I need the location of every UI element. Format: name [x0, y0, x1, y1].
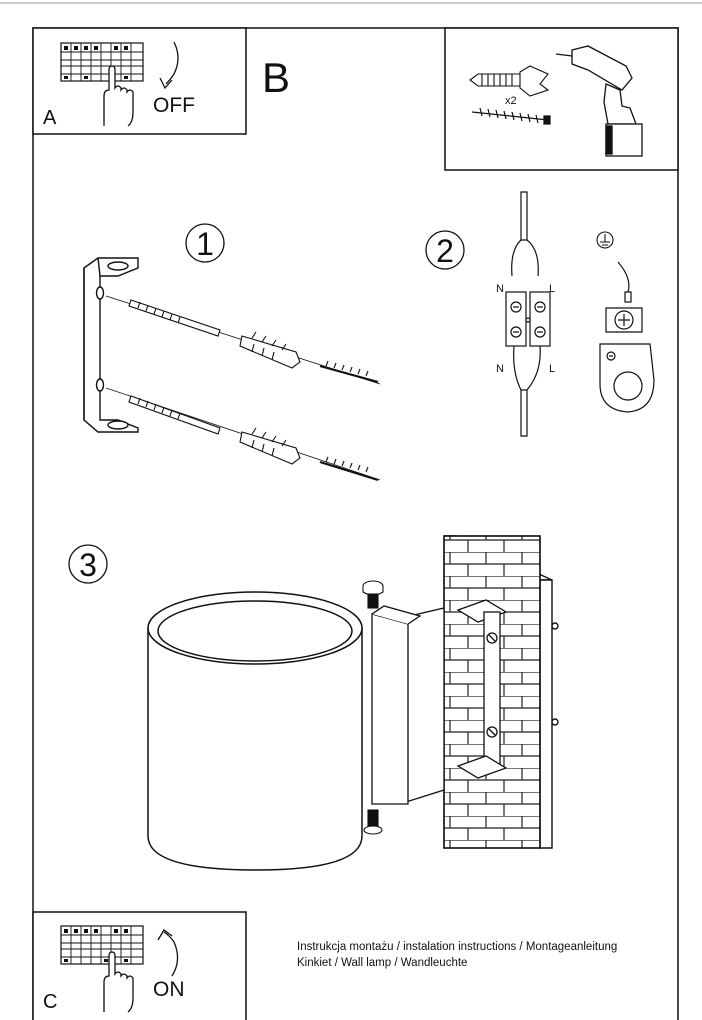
panel-a-letter: A	[43, 107, 57, 129]
screw-bottom	[105, 387, 381, 482]
hand-icon	[103, 951, 134, 1013]
lamp-body	[147, 591, 363, 871]
wire-label-n-top: N	[496, 283, 504, 295]
arrow-up-icon	[157, 929, 179, 977]
cable-top	[511, 191, 539, 277]
wire-label-n-bottom: N	[496, 363, 504, 375]
panel-b-letter: B	[262, 54, 290, 101]
screw-count: x2	[505, 95, 517, 107]
terminal-block	[505, 291, 551, 347]
panel-b: x2	[444, 27, 679, 171]
panel-a: OFF A	[32, 27, 247, 135]
lamp-mount-arm	[371, 605, 445, 805]
caption-line-1: Instrukcja montażu / instalation instruc…	[297, 941, 618, 953]
step-1: 1	[83, 223, 381, 482]
mounting-bracket	[83, 257, 139, 433]
caption: Instrukcja montażu / instalation instruc…	[297, 939, 617, 971]
wall-plug-icon	[469, 65, 550, 97]
lamp-screw-bottom	[363, 809, 383, 835]
step-3-number: 3	[79, 547, 97, 583]
drill-icon	[555, 45, 643, 157]
wire-label-l-top: L	[549, 283, 555, 295]
panel-c: ON C	[32, 911, 247, 1020]
wire-label-l-bottom: L	[549, 363, 555, 375]
step-1-number: 1	[196, 226, 214, 262]
screw-top	[105, 295, 381, 385]
wall-bracket	[456, 599, 508, 779]
step-3: 3	[68, 535, 559, 871]
panel-c-letter: C	[43, 991, 57, 1013]
page-frame	[32, 27, 679, 1020]
hand-icon	[103, 65, 134, 127]
breaker-box-icon	[60, 925, 144, 965]
step-2-number: 2	[436, 233, 454, 269]
step-2: 2 N L N L	[425, 191, 655, 437]
breaker-box-icon	[60, 42, 144, 82]
panel-c-action: ON	[153, 978, 185, 1001]
arrow-down-icon	[159, 41, 179, 90]
panel-a-action: OFF	[153, 94, 195, 117]
ground-terminal	[599, 261, 655, 413]
lamp-screw-top	[362, 580, 384, 609]
ground-symbol-icon	[596, 231, 614, 249]
brick-wall	[443, 535, 559, 849]
caption-line-2: Kinkiet / Wall lamp / Wandleuchte	[297, 957, 468, 969]
cable-bottom	[513, 345, 541, 437]
screw-icon	[471, 107, 551, 125]
